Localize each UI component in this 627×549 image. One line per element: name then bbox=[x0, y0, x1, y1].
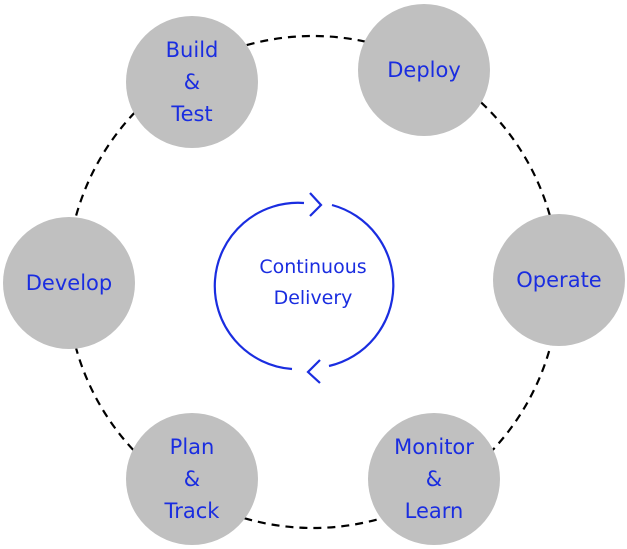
node-label-line: Plan bbox=[169, 435, 215, 459]
cycle-arrowhead-bottom bbox=[306, 359, 321, 384]
node-label-line: Test bbox=[171, 102, 213, 126]
cycle-arc-left bbox=[213, 201, 305, 371]
node-label-line: Develop bbox=[25, 271, 113, 295]
node-label-line: Operate bbox=[516, 268, 602, 292]
node-label-line: Deploy bbox=[387, 58, 461, 82]
node-plan-track: Plan & Track bbox=[126, 413, 258, 545]
node-label-line: & bbox=[183, 70, 201, 94]
node-build-test: Build & Test bbox=[126, 16, 258, 148]
center-label-line2: Delivery bbox=[273, 287, 353, 309]
node-label-line: & bbox=[425, 467, 443, 491]
node-deploy: Deploy bbox=[358, 4, 490, 136]
cycle-arrows-icon bbox=[213, 192, 395, 384]
cycle-arrowhead-top bbox=[309, 192, 323, 217]
node-develop: Develop bbox=[3, 217, 135, 349]
node-label-line: & bbox=[183, 467, 201, 491]
node-label-line: Build bbox=[165, 38, 219, 62]
node-label-line: Learn bbox=[404, 499, 464, 523]
node-operate: Operate bbox=[493, 214, 625, 346]
cycle-arc-right bbox=[328, 203, 395, 368]
center-label-line1: Continuous bbox=[259, 256, 367, 278]
node-monitor-learn: Monitor & Learn bbox=[368, 413, 500, 545]
node-label-line: Track bbox=[164, 499, 220, 523]
center-label: Continuous Delivery bbox=[233, 252, 393, 314]
node-label-line: Monitor bbox=[394, 435, 474, 459]
